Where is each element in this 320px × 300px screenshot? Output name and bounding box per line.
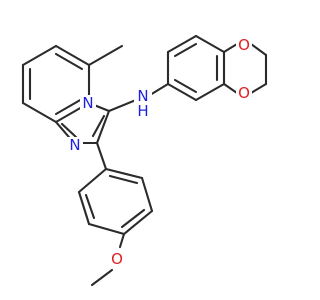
bond [54, 44, 91, 67]
double-bond-inner [173, 78, 198, 94]
bond [166, 34, 198, 54]
pyridine-ring [21, 44, 91, 124]
aryl-bond [95, 141, 108, 171]
bond [21, 44, 58, 67]
benzodioxane-benzene-ring [166, 34, 226, 102]
oxygen-atom-dioxane-top: O [238, 36, 250, 54]
methoxy-bond [118, 232, 126, 249]
bond [249, 82, 268, 95]
bond [222, 82, 239, 95]
bond [104, 167, 144, 180]
bond [77, 190, 91, 226]
double-bond-inner [60, 122, 78, 139]
hydrogen-atom-amine: H [137, 102, 148, 120]
oxygen-atom-dioxane-bottom: O [238, 84, 250, 102]
bond [194, 34, 226, 54]
double-bond-inner [84, 193, 96, 220]
methoxyphenyl-ring [77, 167, 154, 236]
amine-bond [107, 98, 138, 113]
double-bond-inner [108, 174, 139, 185]
amine-bond [148, 82, 170, 97]
double-bond-inner [91, 114, 106, 138]
bond [249, 42, 268, 57]
dioxane-ring [222, 42, 268, 95]
double-bond-inner [173, 42, 198, 58]
double-bond-inner [54, 97, 84, 116]
nitrogen-atom-imine: N [69, 136, 80, 154]
molecule-drawing: N N N H O O O [21, 34, 268, 287]
nitrogen-atom-amine: N [137, 87, 148, 105]
bond [222, 42, 239, 54]
methoxy-bond [90, 268, 114, 287]
bond [77, 167, 108, 194]
bond [140, 176, 154, 213]
double-bond-inner [120, 208, 146, 229]
atom-labels: N N N H O O O [67, 36, 252, 268]
bond [122, 209, 154, 236]
oxygen-atom-methoxy: O [111, 250, 123, 268]
bond [194, 82, 226, 102]
bond [21, 101, 58, 124]
bond [166, 82, 198, 102]
structure-diagram: N N N H O O O [21, 34, 268, 287]
nitrogen-atom-bridgehead: N [82, 94, 93, 112]
bond [95, 109, 111, 145]
methyl-bond [87, 44, 124, 67]
double-bond-inner [54, 52, 84, 71]
bond [87, 222, 126, 236]
